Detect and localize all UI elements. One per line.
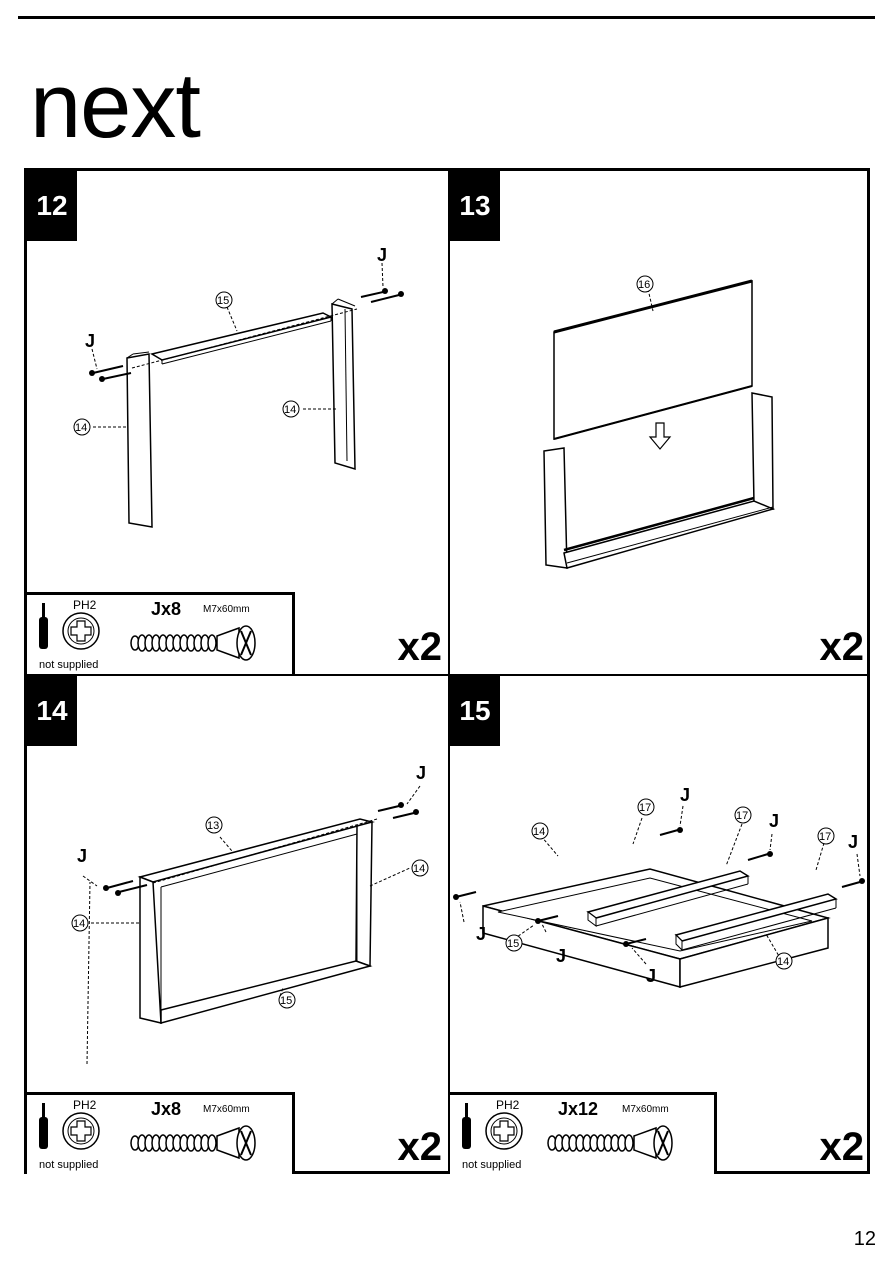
step-15-panel: 15 <box>450 676 870 1174</box>
callout-part-number: 16 <box>638 279 650 291</box>
callout-part-number: 15 <box>280 995 292 1007</box>
callout-part-number: 14 <box>73 918 85 930</box>
callout-part-number: 17 <box>639 802 651 814</box>
callout-fastener-label: J <box>680 785 690 805</box>
tool-label: PH2 <box>496 1098 520 1112</box>
fixing-quantity: Jx12 <box>558 1099 599 1119</box>
fixing-spec: M7x60mm <box>203 604 250 615</box>
tool-note: not supplied <box>39 1159 99 1171</box>
page-number: 12 <box>853 1228 876 1250</box>
brand-logo: next <box>30 55 201 157</box>
screwdriver-icon <box>39 1103 100 1150</box>
grid-divider-vertical <box>448 171 450 1171</box>
tool-note: not supplied <box>39 659 99 671</box>
tool-label: PH2 <box>73 598 97 612</box>
step-15-diagram: J J J J J J 17 17 17 14 14 15 <box>453 785 865 988</box>
callout-fastener-label: J <box>416 763 426 783</box>
step-number-badge: 13 <box>450 171 500 241</box>
step-13-panel: 13 16 x2 <box>450 171 870 674</box>
fixing-quantity: Jx8 <box>151 1099 182 1119</box>
fixings-box: PH2 not supplied Jx12 M7x60mm <box>450 1092 717 1174</box>
step-number-badge: 12 <box>27 171 77 241</box>
callout-fastener-label: J <box>556 946 566 966</box>
tool-note: not supplied <box>462 1159 522 1171</box>
callout-fastener-label: J <box>646 966 656 986</box>
callout-fastener-label: J <box>85 331 95 351</box>
screw-icon <box>130 1125 256 1161</box>
screwdriver-icon <box>462 1103 523 1150</box>
grid-divider-horizontal <box>27 674 867 676</box>
callout-part-number: 15 <box>217 295 229 307</box>
fixings-box: PH2 not supplied Jx8 M7x60mm <box>27 592 295 674</box>
callout-fastener-label: J <box>769 811 779 831</box>
callout-part-number: 17 <box>819 831 831 843</box>
step-number-badge: 15 <box>450 676 500 746</box>
step-multiplier: x2 <box>397 1125 443 1169</box>
fixing-quantity: Jx8 <box>151 599 182 619</box>
screwdriver-icon <box>39 603 100 650</box>
step-12-diagram: J J 15 14 14 <box>73 245 404 528</box>
screw-icon <box>547 1125 673 1161</box>
callout-fastener-label: J <box>377 245 387 265</box>
fixing-spec: M7x60mm <box>622 1104 669 1115</box>
step-12-panel: 12 <box>27 171 448 674</box>
step-multiplier: x2 <box>819 1125 865 1169</box>
step-13-diagram: 16 <box>543 275 776 569</box>
top-rule <box>18 16 875 19</box>
callout-part-number: 14 <box>75 422 87 434</box>
callout-part-number: 14 <box>413 863 425 875</box>
instruction-grid: 12 <box>24 168 870 1174</box>
callout-fastener-label: J <box>77 846 87 866</box>
callout-part-number: 14 <box>533 826 545 838</box>
callout-part-number: 14 <box>777 956 789 968</box>
callout-part-number: 15 <box>507 938 519 950</box>
fixings-box: PH2 not supplied Jx8 M7x60mm <box>27 1092 295 1174</box>
step-multiplier: x2 <box>819 625 865 669</box>
step-14-diagram: J J 13 14 14 15 <box>71 763 429 1065</box>
fixing-spec: M7x60mm <box>203 1104 250 1115</box>
step-number-badge: 14 <box>27 676 77 746</box>
screw-icon <box>130 625 256 661</box>
step-multiplier: x2 <box>397 625 443 669</box>
callout-part-number: 13 <box>207 820 219 832</box>
callout-fastener-label: J <box>476 924 486 944</box>
tool-label: PH2 <box>73 1098 97 1112</box>
callout-part-number: 14 <box>284 404 296 416</box>
callout-fastener-label: J <box>848 832 858 852</box>
step-14-panel: 14 <box>27 676 448 1174</box>
callout-part-number: 17 <box>736 810 748 822</box>
